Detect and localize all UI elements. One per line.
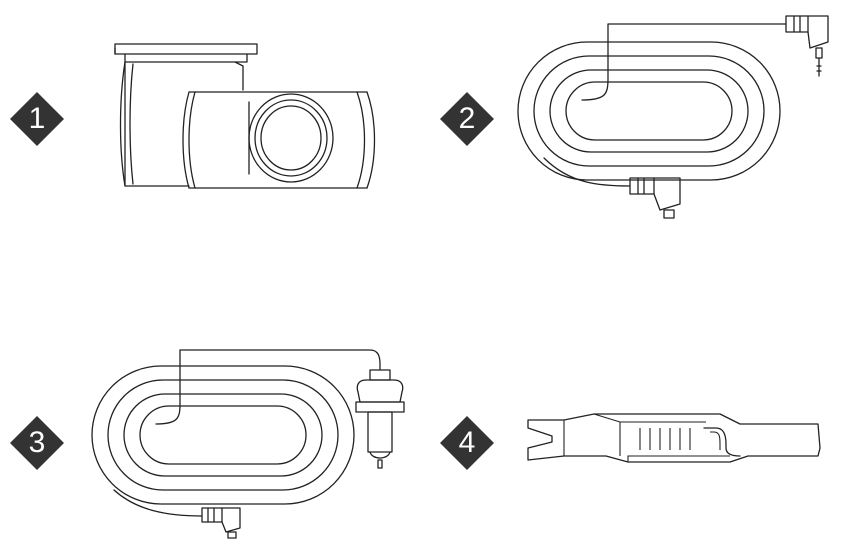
- badge-number: 4: [458, 426, 476, 459]
- badge-number: 1: [28, 102, 46, 135]
- number-badge: 1: [8, 90, 66, 148]
- dash-camera-icon: [105, 40, 385, 200]
- number-badge: 2: [438, 90, 496, 148]
- extension-cable-icon: [510, 8, 850, 238]
- car-charger-cable-icon: [86, 342, 426, 542]
- diamond-icon: [10, 416, 64, 470]
- trim-removal-tool-icon: [520, 410, 830, 480]
- number-badge: 3: [8, 414, 66, 472]
- badge-number: 2: [458, 102, 476, 135]
- diamond-icon: [10, 92, 64, 146]
- badge-number: 3: [28, 426, 46, 459]
- number-badge: 4: [438, 414, 496, 472]
- diamond-icon: [440, 92, 494, 146]
- diamond-icon: [440, 416, 494, 470]
